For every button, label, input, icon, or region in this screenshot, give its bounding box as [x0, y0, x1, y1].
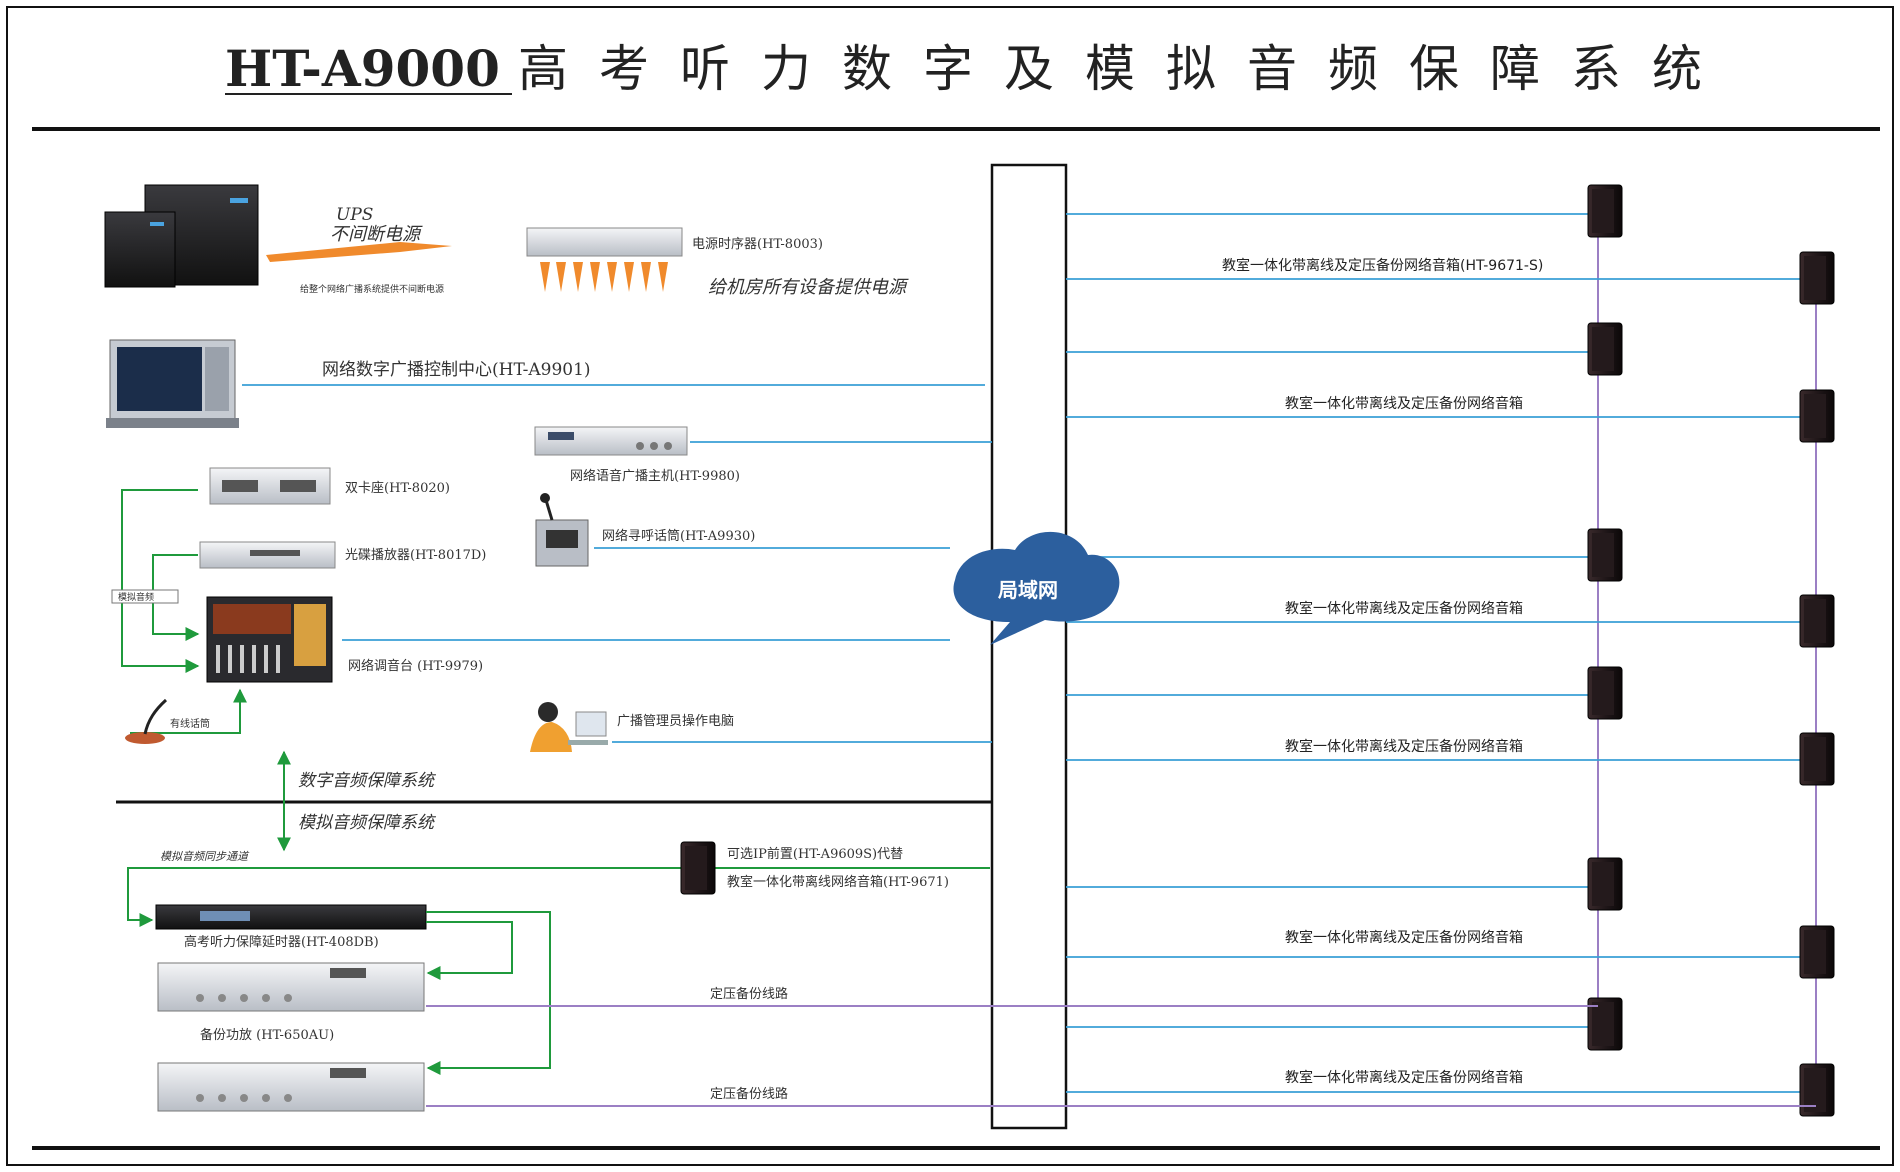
control-center-label: 网络数字广播控制中心(HT-A9901) [322, 360, 591, 380]
ups-note: 给整个网络广播系统提供不间断电源 [300, 283, 444, 295]
lan-label: 局域网 [997, 578, 1058, 602]
host-label: 网络语音广播主机(HT-9980) [570, 468, 740, 484]
ups-arrow [266, 242, 452, 262]
sync-channel-line [127, 867, 990, 927]
dual-deck-label: 双卡座(HT-8020) [345, 481, 450, 496]
cd-player-label: 光碟播放器(HT-8017D) [345, 548, 486, 563]
network-lines [1066, 213, 1808, 1093]
cloud-icon [953, 531, 1120, 645]
speaker-icon [1799, 732, 1835, 786]
backup-lines [426, 1005, 1816, 1107]
amp-routing [426, 911, 551, 1075]
analog-audio-tag [111, 589, 179, 604]
analog-audio-label: 模拟音频 [118, 591, 154, 603]
speaker-label: 教室一体化带离线及定压备份网络音箱(HT-9671-S) [1222, 257, 1543, 274]
speaker-label: 教室一体化带离线及定压备份网络音箱 [1285, 600, 1523, 617]
amplifier-icon [157, 962, 425, 1012]
speaker-icon [1799, 1063, 1835, 1117]
speaker-icon [1587, 184, 1623, 238]
power-sequencer-icon [526, 227, 683, 292]
outer-frame [6, 6, 1894, 1166]
backup-line-label: 定压备份线路 [710, 986, 788, 1002]
speaker-label: 教室一体化带离线及定压备份网络音箱 [1285, 738, 1523, 755]
speaker-label: 教室一体化带离线及定压备份网络音箱 [1285, 929, 1523, 946]
amplifier-icon [157, 1062, 425, 1112]
speaker-icon [1799, 251, 1835, 305]
speaker-icon [1587, 666, 1623, 720]
gooseneck-mic-icon [125, 698, 168, 744]
rack-pc-icon [106, 339, 239, 428]
ups-label: UPS [336, 205, 373, 225]
title-model: HT-A9000 [225, 39, 500, 98]
broadcast-host-icon [534, 426, 688, 456]
mixer-label: 网络调音台 (HT-9979) [348, 658, 483, 674]
paging-label: 网络寻呼话筒(HT-A9930) [602, 528, 755, 544]
delay-unit-label: 高考听力保障延时器(HT-408DB) [184, 934, 379, 950]
operator-pc-icon [530, 702, 608, 752]
speaker-icon [1799, 389, 1835, 443]
speaker-icon [1799, 925, 1835, 979]
backup-amp-label: 备份功放 (HT-650AU) [200, 1027, 334, 1043]
speaker-label: 教室一体化带离线及定压备份网络音箱 [1285, 395, 1523, 412]
speaker-label: 教室一体化带离线及定压备份网络音箱 [1285, 1069, 1523, 1086]
mixer-icon [206, 596, 333, 683]
speaker-icon [1587, 857, 1623, 911]
title-name: 高考听力数字及模拟音频保障系统 [518, 40, 1733, 98]
speaker-icon [1587, 528, 1623, 582]
dual-deck-icon [209, 467, 331, 505]
speaker-icon [680, 841, 716, 895]
backup-line-label: 定压备份线路 [710, 1086, 788, 1102]
ups-icon [104, 184, 259, 288]
delay-unit-icon [155, 904, 427, 930]
admin-pc-label: 广播管理员操作电脑 [617, 713, 734, 729]
wired-mic-label: 有线话筒 [170, 717, 210, 730]
cd-player-icon [199, 541, 336, 569]
speaker-icon [1799, 594, 1835, 648]
paging-mic-icon [535, 493, 589, 567]
sequencer-label: 电源时序器(HT-8003) [692, 237, 823, 252]
sync-channel-label: 模拟音频同步通道 [160, 850, 250, 863]
lan-switch-column [990, 163, 1068, 1130]
offline-box-label: 教室一体化带离线网络音箱(HT-9671) [727, 874, 949, 890]
speaker-icon [1587, 322, 1623, 376]
digital-system-label: 数字音频保障系统 [298, 771, 437, 791]
analog-system-label: 模拟音频保障系统 [298, 813, 437, 833]
ip-front-label: 可选IP前置(HT-A9609S)代替 [727, 846, 903, 862]
ups-full-label: 不间断电源 [330, 224, 423, 245]
power-note: 给机房所有设备提供电源 [708, 277, 909, 298]
